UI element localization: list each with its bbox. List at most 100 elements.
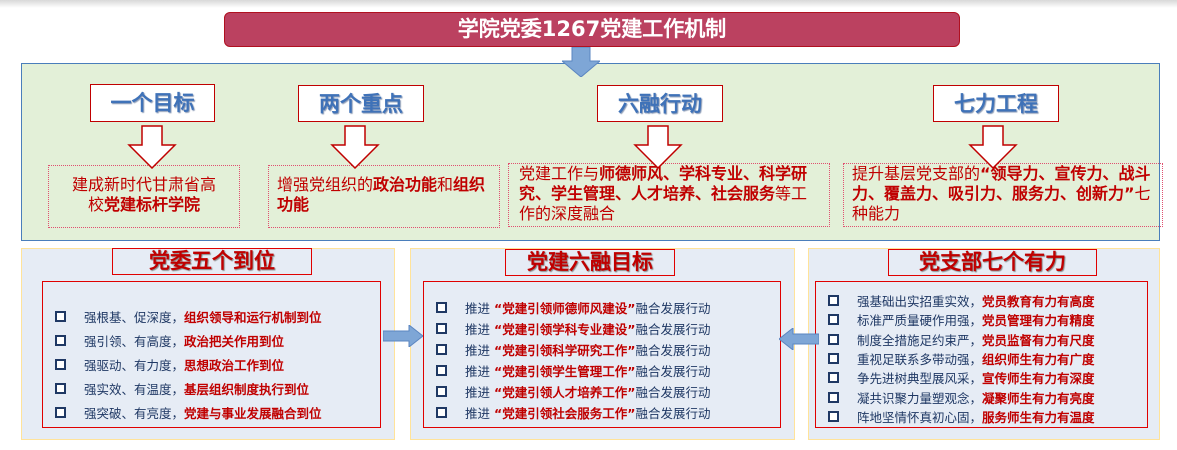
highlight-text: 服务师生有力有温度 [982, 409, 1095, 425]
text-segment: 党建工作与 [519, 164, 600, 183]
item-text: 强实效、有温度， [84, 381, 185, 397]
diagram-title: 学院党委1267党建工作机制 [224, 12, 960, 47]
highlight-text: “党建引领科学研究工作” [494, 343, 636, 358]
highlight-text: 党建标杆学院 [104, 195, 201, 214]
item-text: 融合发展行动 [635, 322, 711, 337]
square-bullet-icon [436, 365, 447, 376]
text-segment: 七种能力 [852, 184, 1151, 223]
seven-forces-text-box: 提升基层党支部的“领导力、宣传力、战斗力、覆盖力、吸引力、服务力、创新力”七种能… [843, 163, 1163, 227]
highlight-text: 基层组织制度执行到位 [184, 381, 310, 397]
highlight-text: 党员管理有力有精度 [982, 313, 1095, 329]
header-focus: 两个重点 [298, 85, 424, 122]
highlight-text: “党建引领师德师风建设” [494, 301, 636, 316]
square-bullet-icon [55, 358, 66, 370]
text-segment: 校 [87, 195, 104, 214]
square-bullet-icon [828, 333, 839, 345]
panel-committee [21, 248, 395, 440]
square-bullet-icon [828, 353, 839, 365]
down-arrow-icon [562, 47, 600, 77]
panel-branch [808, 248, 1160, 440]
highlight-text: 凝聚师生有力有亮度 [982, 390, 1095, 406]
panel-committee-title: 党委五个到位 [112, 248, 312, 275]
item-text: 凝共识聚力量塑观念， [857, 390, 983, 406]
highlight-text: 党员教育有力有高度 [982, 294, 1095, 310]
highlight-text: 宣传师生有力有深度 [982, 371, 1095, 387]
hollow-down-arrow-icon [330, 125, 380, 169]
list-item: 强引领、有高度，政治把关作用到位 [55, 328, 380, 352]
square-bullet-icon [828, 372, 839, 384]
highlight-text: “党建引领人才培养工作” [494, 385, 636, 400]
square-bullet-icon [828, 391, 839, 403]
square-bullet-icon [436, 344, 447, 355]
item-text: 强驱动、有力度， [84, 357, 185, 373]
square-bullet-icon [436, 302, 447, 313]
square-bullet-icon [55, 334, 66, 346]
item-text: 推进 [465, 322, 491, 337]
text-segment: 等工作的深度融合 [519, 184, 808, 223]
top-shadow [0, 0, 1177, 8]
list-item: 推进“党建引领科学研究工作”融合发展行动 [436, 339, 780, 360]
item-text: 推进 [465, 406, 491, 421]
item-text: 融合发展行动 [635, 301, 711, 316]
hollow-down-arrow-icon [968, 125, 1018, 169]
panel-six-goals-title: 党建六融目标 [505, 249, 675, 276]
list-item: 重视足联系多带动强，组织师生有力有广度 [828, 349, 1147, 368]
list-item: 推进“党建引领人才培养工作”融合发展行动 [436, 381, 780, 402]
item-text: 争先进树典型展风采， [857, 371, 983, 387]
square-bullet-icon [436, 323, 447, 334]
list-item: 推进“党建引领社会服务工作”融合发展行动 [436, 402, 780, 423]
list-item: 强根基、促深度，组织领导和运行机制到位 [55, 304, 380, 328]
item-text: 融合发展行动 [635, 406, 711, 421]
list-item: 争先进树典型展风采，宣传师生有力有深度 [828, 368, 1147, 387]
branch-list: 强基础出实招重实效，党员教育有力有高度标准严质量硬作用强，党员管理有力有精度制度… [815, 281, 1148, 428]
committee-list: 强根基、促深度，组织领导和运行机制到位强引领、有高度，政治把关作用到位强驱动、有… [42, 281, 381, 428]
highlight-text: 组织功能 [277, 175, 486, 214]
item-text: 推进 [465, 343, 491, 358]
left-arrow-icon [779, 328, 819, 350]
highlight-text: “党建引领学科专业建设” [494, 322, 636, 337]
item-text: 阵地坚情怀真初心固， [857, 409, 983, 425]
highlight-text: 师德师风、学科专业、科学研究、学生管理、人才培养、社会服务 [519, 164, 808, 203]
square-bullet-icon [828, 295, 839, 307]
list-item: 强突破、有亮度，党建与事业发展融合到位 [55, 400, 380, 424]
square-bullet-icon [828, 410, 839, 422]
list-item: 强实效、有温度，基层组织制度执行到位 [55, 376, 380, 400]
item-text: 推进 [465, 301, 491, 316]
highlight-text: 组织师生有力有广度 [982, 352, 1095, 368]
list-item: 强基础出实招重实效，党员教育有力有高度 [828, 291, 1147, 310]
list-item: 强驱动、有力度，思想政治工作到位 [55, 352, 380, 376]
highlight-text: “党建引领学生管理工作” [494, 364, 636, 379]
six-integration-text-box: 党建工作与师德师风、学科专业、科学研究、学生管理、人才培养、社会服务等工作的深度… [508, 163, 830, 227]
item-text: 强突破、有亮度， [84, 405, 185, 421]
header-goal: 一个目标 [90, 84, 215, 122]
highlight-text: 政治把关作用到位 [184, 333, 285, 349]
list-item: 推进“党建引领学生管理工作”融合发展行动 [436, 360, 780, 381]
header-six-integration: 六融行动 [597, 85, 723, 122]
text-segment: 提升基层党支部的 [852, 164, 981, 183]
item-text: 融合发展行动 [635, 385, 711, 400]
item-text: 强引领、有高度， [84, 333, 185, 349]
highlight-text: 组织领导和运行机制到位 [184, 309, 322, 325]
highlight-text: “党建引领社会服务工作” [494, 406, 636, 421]
header-seven-forces: 七力工程 [933, 85, 1059, 122]
highlight-text: 党员监督有力有尺度 [982, 332, 1095, 348]
item-text: 融合发展行动 [635, 343, 711, 358]
goal-text-box: 建成新时代甘肃省高校党建标杆学院 [48, 165, 240, 228]
item-text: 推进 [465, 364, 491, 379]
highlight-text: 思想政治工作到位 [184, 357, 285, 373]
text-segment: 建成新时代甘肃省高 [71, 175, 216, 194]
list-item: 制度全措施足约束严，党员监督有力有尺度 [828, 330, 1147, 349]
square-bullet-icon [436, 407, 447, 418]
list-item: 推进“党建引领师德师风建设”融合发展行动 [436, 297, 780, 318]
list-item: 标准严质量硬作用强，党员管理有力有精度 [828, 310, 1147, 329]
focus-text-box: 增强党组织的政治功能和组织功能 [268, 165, 500, 228]
list-item: 阵地坚情怀真初心固，服务师生有力有温度 [828, 407, 1147, 426]
square-bullet-icon [55, 406, 66, 418]
text-segment: 和 [437, 175, 454, 194]
square-bullet-icon [55, 382, 66, 394]
item-text: 标准严质量硬作用强， [857, 313, 983, 329]
highlight-text: 党建与事业发展融合到位 [184, 405, 322, 421]
list-item: 推进“党建引领学科专业建设”融合发展行动 [436, 318, 780, 339]
item-text: 重视足联系多带动强， [857, 352, 983, 368]
hollow-down-arrow-icon [127, 125, 177, 169]
